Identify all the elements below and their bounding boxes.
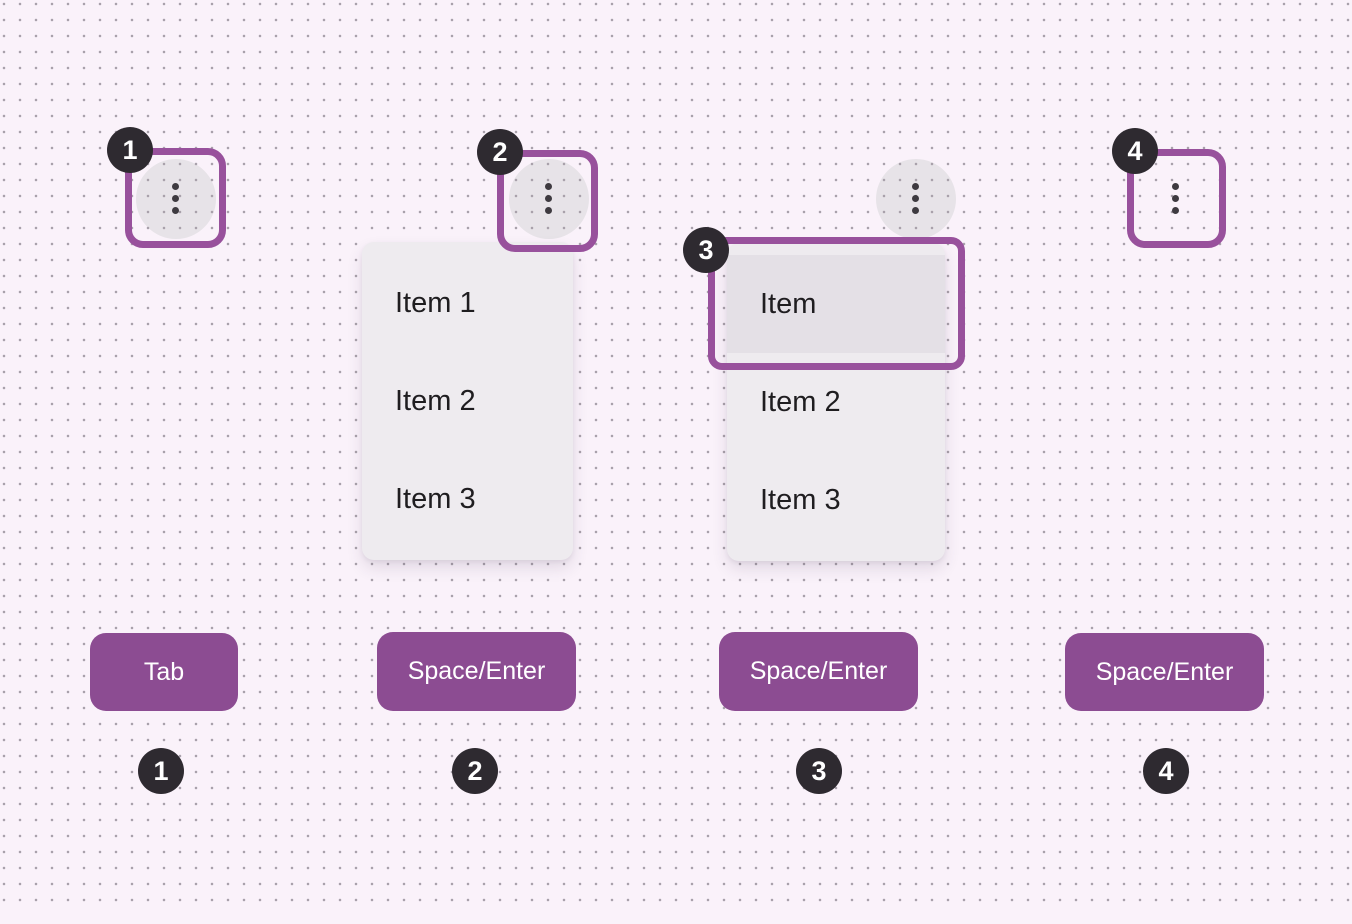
step-badge: 3: [683, 227, 729, 273]
menu-item[interactable]: Item 2: [395, 384, 476, 417]
step-badge: 4: [1112, 128, 1158, 174]
focus-ring: [708, 237, 965, 370]
menu-item[interactable]: Item 3: [395, 482, 476, 515]
key-label-space-enter: Space/Enter: [377, 632, 576, 711]
menu-item[interactable]: Item 3: [760, 483, 841, 516]
key-label-tab: Tab: [90, 633, 238, 711]
step-number-badge: 1: [138, 748, 184, 794]
dropdown-menu: Item 1 Item 2 Item 3: [362, 242, 573, 560]
key-label-space-enter: Space/Enter: [719, 632, 918, 711]
step-number-badge: 4: [1143, 748, 1189, 794]
step-badge: 1: [107, 127, 153, 173]
step-badge: 2: [477, 129, 523, 175]
step-number-badge: 3: [796, 748, 842, 794]
menu-item[interactable]: Item 1: [395, 286, 476, 319]
step-number-badge: 2: [452, 748, 498, 794]
kebab-dot: [912, 207, 919, 214]
key-label-space-enter: Space/Enter: [1065, 633, 1264, 711]
kebab-dot: [912, 183, 919, 190]
kebab-icon: [912, 183, 919, 214]
kebab-dot: [912, 195, 919, 202]
